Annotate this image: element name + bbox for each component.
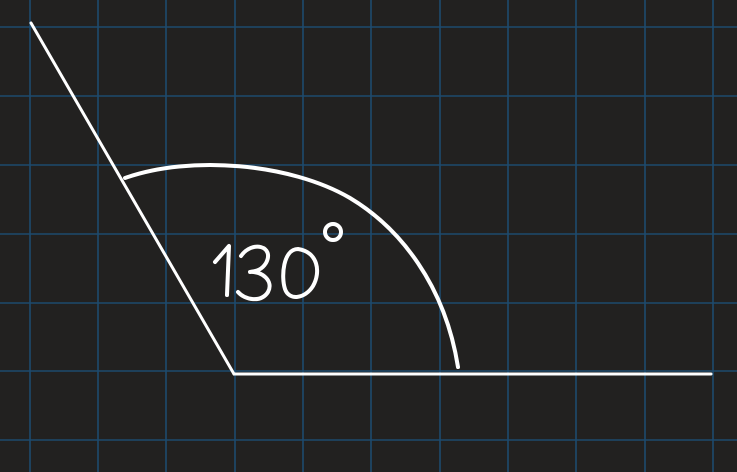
angle-label xyxy=(213,222,343,302)
label-digit-3 xyxy=(236,244,272,302)
angle-slanted-ray xyxy=(29,21,236,376)
label-degree-symbol xyxy=(323,222,343,242)
label-digit-1 xyxy=(213,244,231,297)
label-digit-0 xyxy=(281,247,320,299)
angle-arc xyxy=(123,162,460,369)
